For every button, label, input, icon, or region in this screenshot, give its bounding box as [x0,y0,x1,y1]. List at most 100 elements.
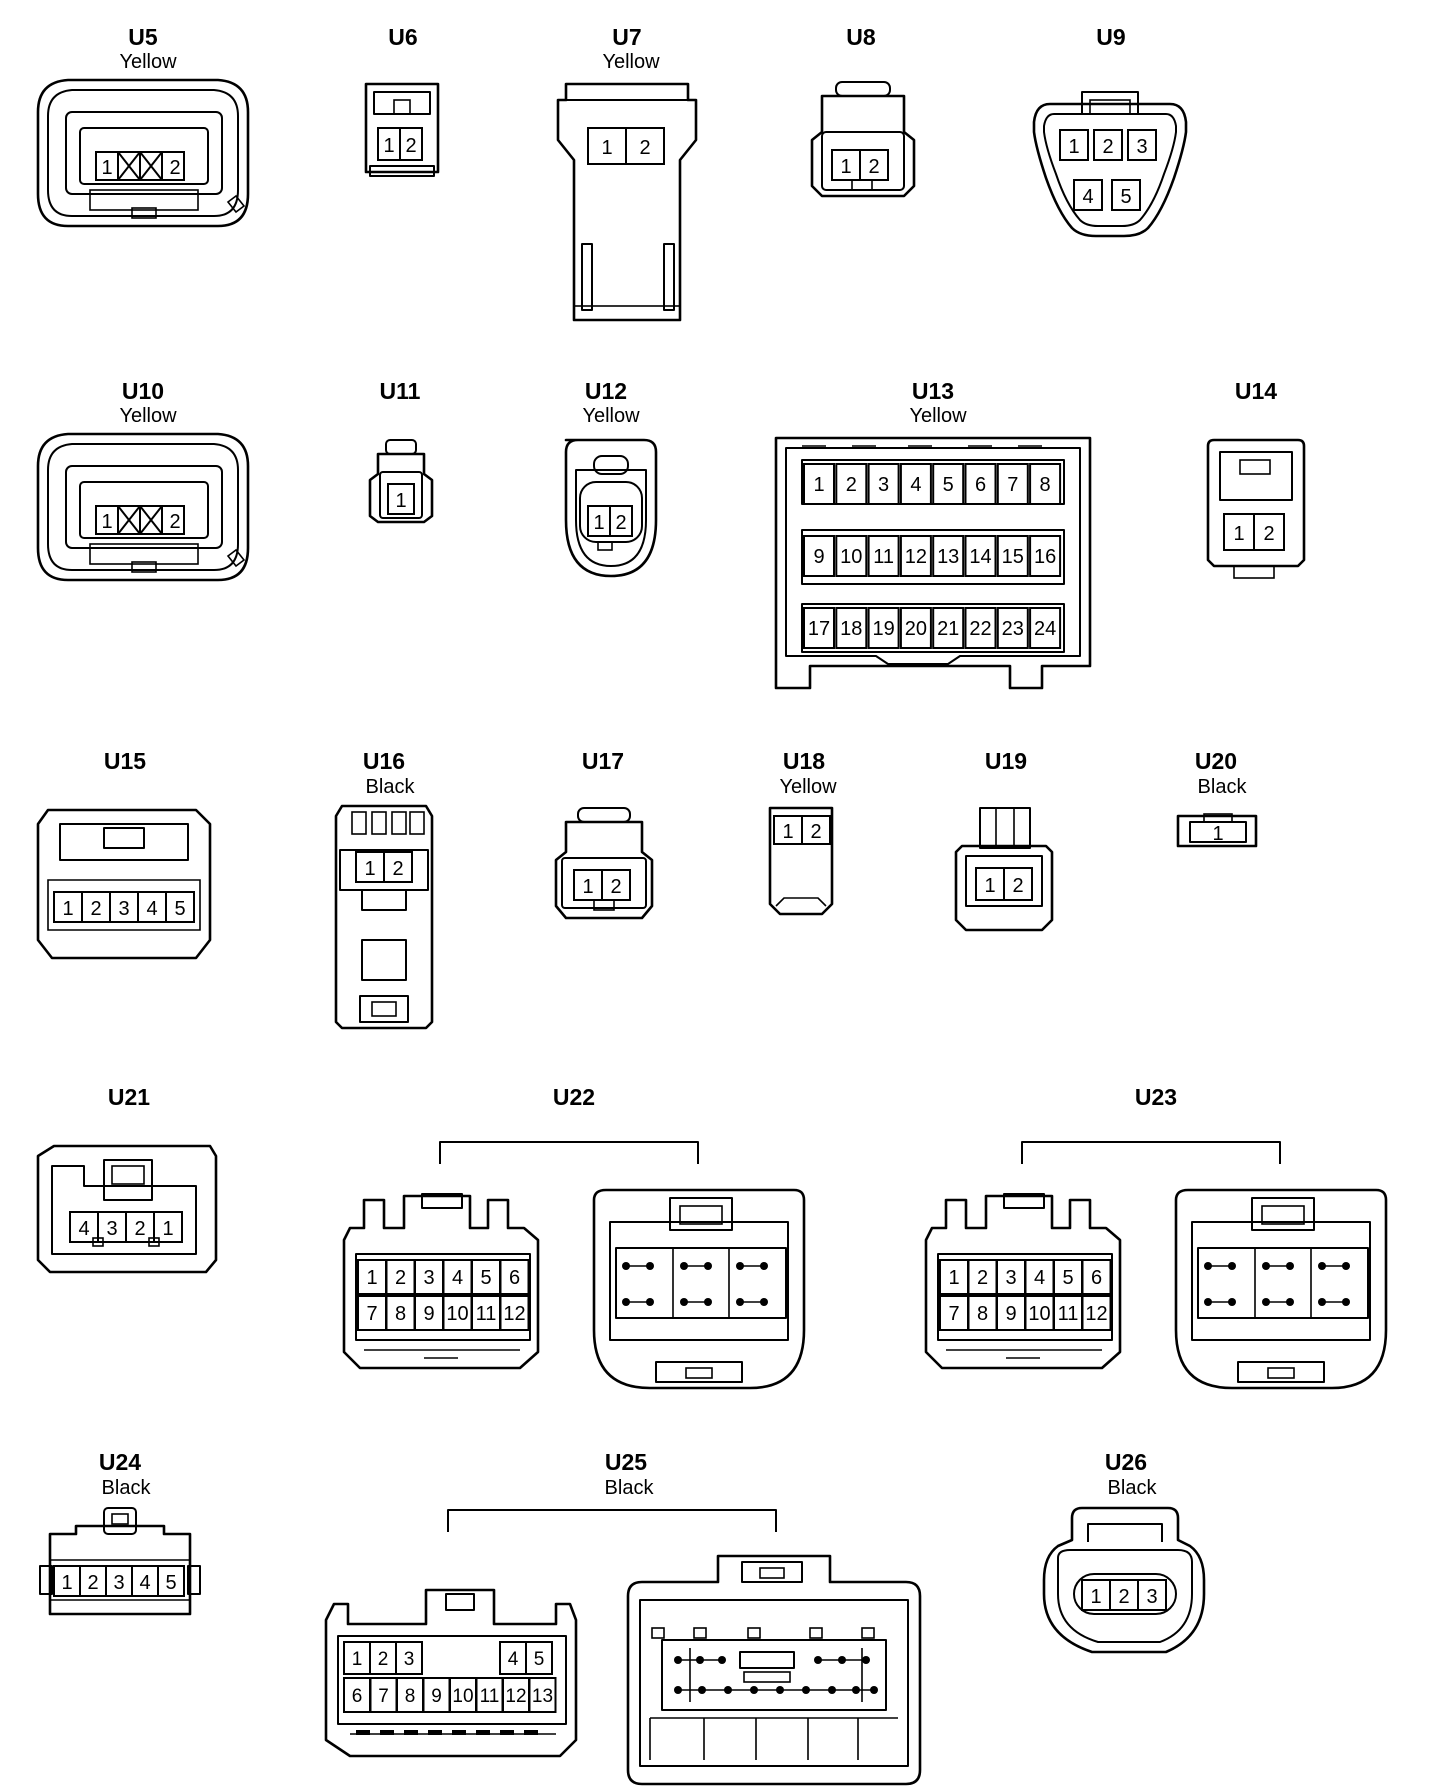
title-u6: U6 [388,24,417,50]
pin-label: 12 [503,1303,525,1325]
title-u9: U9 [1096,24,1125,50]
title-u26: U26 [1105,1449,1147,1475]
title-u16: U16 [363,748,405,774]
title-u24: U24 [99,1449,141,1475]
connector-u20: 1 [1176,813,1258,848]
pin-label: 6 [1091,1267,1102,1289]
connector-u22 [342,1141,806,1390]
connector-u17: 1 2 [554,807,654,920]
u22-receptacle-contacts [622,1262,768,1306]
pin-label: 1 [782,821,793,843]
connector-u24: 1 2 3 4 5 [39,1507,201,1616]
color-u24: Black [102,1477,152,1499]
pin-label: 1 [1233,523,1244,545]
pin-label: 2 [405,135,416,157]
pin-cell [803,535,835,577]
pin-cell [932,607,965,649]
pin-label: 1 [364,858,375,880]
pin-cell [442,1259,473,1295]
pin-cell [385,1259,416,1295]
pin-cell [357,1295,387,1331]
pin-label: 7 [948,1303,959,1325]
pin-label: 1 [395,490,406,512]
pin-label: 21 [937,618,959,640]
pin-cell [867,535,900,577]
pin-label: 2 [392,858,403,880]
color-u7: Yellow [602,51,660,73]
pin-label: 1 [813,474,824,496]
pin-label: 2 [1263,523,1274,545]
pin-cell [449,1677,477,1713]
pin-label: 11 [476,1303,497,1325]
pin-cell [964,463,997,505]
connector-u10: 1 2 [36,432,250,582]
color-u16: Black [366,776,416,798]
pin-label: 4 [508,1649,519,1670]
pin-cell [414,1295,444,1331]
pin-label: 12 [905,546,927,568]
color-u10: Yellow [119,405,177,427]
pin-label: 2 [169,157,180,179]
connector-u21: 4 3 2 1 [36,1144,218,1274]
pin-label: 2 [810,821,821,843]
pin-label: 24 [1034,618,1056,640]
pin-cell [343,1641,371,1675]
pin-cell [899,463,932,505]
pin-cell [1029,463,1062,505]
pin-label: 1 [1068,136,1079,158]
connector-u6: 1 2 [364,82,440,177]
pin-label: 1 [61,1572,72,1594]
pin-label: 2 [378,1649,389,1670]
pin-label: 10 [1028,1303,1050,1325]
pin-cell [1029,535,1062,577]
pin-label: 3 [423,1267,434,1289]
pin-label: 10 [840,546,862,568]
pin-label: 15 [1002,546,1024,568]
pin-cell [996,463,1029,505]
pin-cell [867,463,900,505]
pin-label: 5 [1062,1267,1073,1289]
pin-label: 23 [1002,618,1024,640]
titles: U5 U6 U7 U8 U9 U10 U11 U12 U13 U14 U15 U… [99,24,1277,1475]
pin-label: 9 [813,546,824,568]
title-u22: U22 [553,1084,595,1110]
pin-label: 1 [840,156,851,178]
title-u13: U13 [912,378,954,404]
pin-cell [502,1677,530,1713]
connector-u25 [324,1509,922,1786]
pin-cell [932,535,965,577]
pin-label: 2 [610,876,621,898]
pin-cell [396,1677,424,1713]
pin-label: 2 [87,1572,98,1594]
title-u23: U23 [1135,1084,1177,1110]
connector-u7: 1 2 [556,82,698,322]
title-u8: U8 [846,24,876,50]
title-u19: U19 [985,748,1027,774]
pin-label: 1 [366,1267,377,1289]
pin-label: 1 [593,512,604,534]
title-u20: U20 [1195,748,1237,774]
pin-label: 2 [1012,875,1023,897]
pin-cell [1081,1295,1112,1331]
connector-u15: 1 2 3 4 5 [36,808,212,960]
pin-cell [835,535,868,577]
pin-cell [996,607,1029,649]
pin-cell [1081,1259,1112,1295]
pin-label: 18 [840,618,862,640]
pin-label: 2 [977,1267,988,1289]
pin-cell [357,1259,387,1295]
pin-cell [803,463,835,505]
pin-cell [899,607,932,649]
pin-label: 3 [106,1218,117,1240]
pin-cell [932,463,965,505]
pin-cell [343,1677,371,1713]
pin-label: 2 [1102,136,1113,158]
title-u10: U10 [122,378,164,404]
pin-label: 4 [139,1572,150,1594]
pin-label: 6 [509,1267,520,1289]
pin-label: 5 [943,474,954,496]
pin-label: 22 [969,618,991,640]
color-u18: Yellow [779,776,837,798]
pin-cell [499,1295,530,1331]
pin-label: 9 [423,1303,434,1325]
